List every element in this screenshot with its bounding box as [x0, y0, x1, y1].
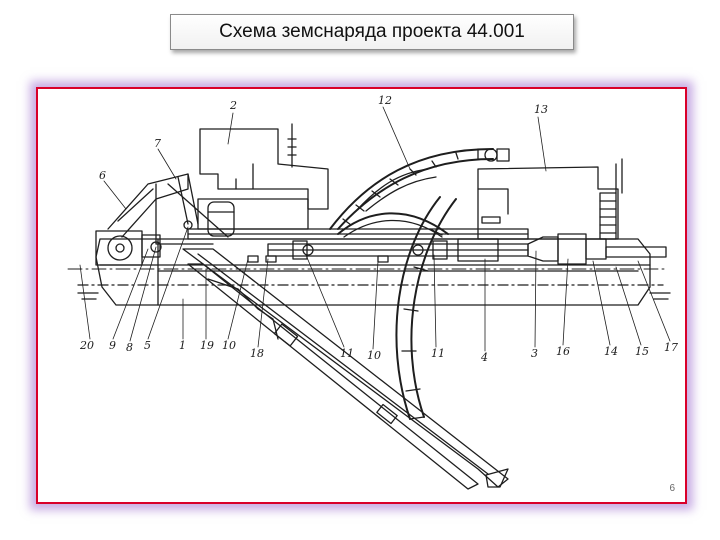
callout-15: 15	[635, 345, 649, 358]
callout-5: 5	[144, 339, 151, 352]
leader-lines	[79, 106, 671, 352]
callout-4: 4	[480, 351, 488, 364]
arch-pipes	[329, 148, 510, 238]
superstructure	[197, 123, 329, 230]
callout-10-left: 10	[222, 339, 236, 352]
callout-19: 19	[200, 339, 214, 352]
page-number: 6	[669, 483, 675, 494]
callout-14: 14	[604, 345, 618, 358]
slide-title-box: Схема земснаряда проекта 44.001	[170, 14, 574, 50]
diagram-frame: 2 12 13 7 6 20 9 8 5 1 19 10 18 11 10 11…	[36, 87, 687, 504]
callout-6: 6	[99, 169, 106, 182]
callout-10-right: 10	[367, 349, 381, 362]
callout-11-left: 11	[340, 347, 354, 360]
pump-shaft	[267, 233, 667, 265]
callout-20: 20	[79, 339, 94, 352]
callout-labels: 2 12 13 7 6 20 9 8 5 1 19 10 18 11 10 11…	[79, 94, 678, 364]
callout-11-right: 11	[431, 347, 445, 360]
callout-13: 13	[534, 103, 548, 116]
bow-winch	[95, 230, 161, 266]
callout-8: 8	[126, 341, 133, 354]
suction-ladder	[182, 248, 509, 490]
deck-rail	[187, 228, 529, 263]
discharge-hose	[395, 196, 457, 420]
callout-17: 17	[664, 341, 678, 354]
dredger-schematic: 2 12 13 7 6 20 9 8 5 1 19 10 18 11 10 11…	[67, 94, 678, 490]
callout-16: 16	[556, 345, 570, 358]
water-line	[77, 284, 671, 300]
callout-2: 2	[229, 99, 237, 112]
slide-title: Схема земснаряда проекта 44.001	[219, 21, 525, 42]
callout-9: 9	[109, 339, 116, 352]
callout-3: 3	[531, 347, 538, 360]
callout-18: 18	[250, 347, 264, 360]
callout-7: 7	[154, 137, 161, 150]
callout-1: 1	[179, 339, 186, 352]
gantry-crane	[107, 173, 229, 253]
callout-12: 12	[378, 94, 392, 107]
aft-house	[477, 158, 623, 240]
